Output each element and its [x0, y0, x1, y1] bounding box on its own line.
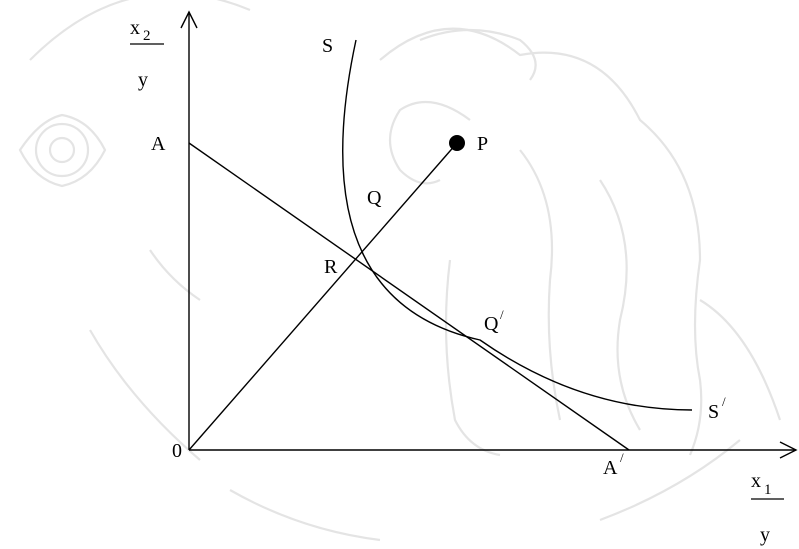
label-p: P [477, 133, 488, 155]
label-q-prime: Q / [484, 307, 504, 335]
label-s-prime-letter: S [708, 401, 719, 423]
ray-origin-to-p [188, 142, 458, 451]
x-axis-label-bottom: y [760, 524, 770, 546]
prime-mark-icon: / [620, 450, 624, 465]
x-axis-label-subscript: 1 [764, 482, 772, 498]
x-axis-label-top: x [751, 470, 761, 492]
y-axis-label: x 2 y [130, 17, 164, 91]
axes [180, 10, 798, 459]
x-axis-arrow-icon [779, 441, 798, 459]
prime-mark-icon: / [722, 394, 726, 409]
university-seal-watermark [18, 0, 782, 542]
point-p-marker [449, 135, 465, 151]
label-a-prime-letter: A [603, 457, 618, 479]
x-axis-label: x 1 y [751, 470, 784, 546]
isocost-line [188, 142, 630, 451]
y-axis-label-bottom: y [138, 69, 148, 91]
label-s-prime: S / [708, 394, 726, 423]
y-axis-arrow-icon [180, 10, 198, 29]
label-a-prime: A / [603, 450, 624, 479]
label-q-prime-letter: Q [484, 313, 499, 335]
y-axis-label-top: x [130, 17, 140, 39]
origin-label: 0 [172, 440, 182, 462]
label-s: S [322, 35, 333, 57]
y-axis-label-subscript: 2 [143, 28, 151, 44]
isoquant-curve [342, 39, 693, 411]
label-a: A [151, 133, 166, 155]
prime-mark-icon: / [500, 307, 504, 322]
label-r: R [324, 256, 338, 278]
label-q: Q [367, 187, 382, 209]
